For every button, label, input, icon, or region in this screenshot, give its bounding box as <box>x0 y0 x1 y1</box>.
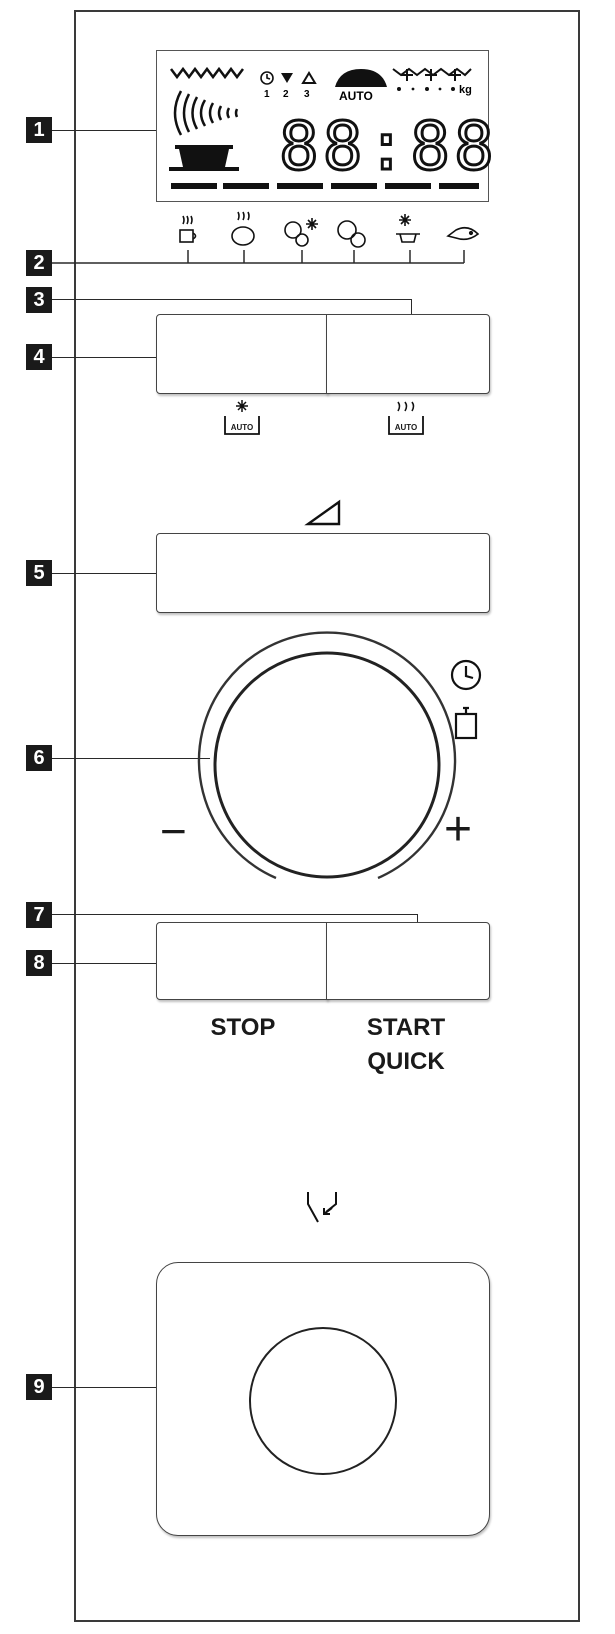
knob-plus-label: + <box>444 803 473 856</box>
fish-icon <box>446 226 480 241</box>
auto-defrost-badge: AUTO <box>230 423 254 432</box>
leader-drop-3 <box>411 299 412 315</box>
callout-7: 7 <box>26 902 52 928</box>
drops-icon <box>397 87 455 91</box>
leader-line-7 <box>52 914 418 915</box>
program-icons-row <box>52 211 480 264</box>
auto-defrost-button[interactable] <box>156 314 328 394</box>
quick-label: QUICK <box>367 1048 445 1075</box>
potato-icon <box>231 211 255 246</box>
bread-icon <box>335 69 387 87</box>
grill-icon <box>170 66 244 80</box>
control-knob[interactable] <box>197 631 460 880</box>
digits-readout: 88:88 <box>279 108 498 185</box>
callout-1: 1 <box>26 117 52 143</box>
step-label-1: 1 <box>264 89 270 100</box>
frozen-dish-icon <box>396 214 420 243</box>
knob-icons <box>450 659 482 740</box>
vegetables-defrost-icon <box>284 218 318 247</box>
step-label-2: 2 <box>283 89 289 100</box>
leader-line-6 <box>52 758 210 759</box>
vegetables-icon <box>337 220 366 248</box>
defrost-icon <box>392 67 472 81</box>
auto-reheat-badge: AUTO <box>394 423 418 432</box>
door-open-icon <box>307 1192 337 1223</box>
kg-label: kg <box>459 84 472 96</box>
auto-reheat-icon <box>388 401 424 435</box>
stop-button[interactable] <box>156 922 328 1000</box>
leader-line-9 <box>52 1387 156 1388</box>
leader-line-4 <box>52 357 156 358</box>
clock-icon <box>260 71 274 85</box>
knob-minus-label: − <box>160 805 187 857</box>
callout-9: 9 <box>26 1374 52 1400</box>
lcd-display: 1 2 3 AUTO kg 88:88 <box>156 50 495 202</box>
beverage-icon <box>179 215 197 243</box>
door-release-button[interactable] <box>156 1262 490 1536</box>
auto-reheat-button[interactable] <box>326 314 490 394</box>
weight-button[interactable] <box>156 533 490 613</box>
weight-down-icon <box>281 73 293 83</box>
weight-triangle-icon <box>304 499 341 526</box>
step-label-3: 3 <box>304 89 310 100</box>
leader-line-3 <box>52 299 412 300</box>
bar-segments <box>171 183 479 189</box>
callout-4: 4 <box>26 344 52 370</box>
start-quick-button[interactable] <box>326 922 490 1000</box>
control-panel <box>74 10 580 1622</box>
leader-line-8 <box>52 963 156 964</box>
leader-drop-7 <box>417 914 418 924</box>
timer-icon <box>454 706 478 740</box>
leader-line-1 <box>52 130 156 131</box>
dish-icon <box>169 145 239 171</box>
callout-8: 8 <box>26 950 52 976</box>
callout-3: 3 <box>26 287 52 313</box>
weight-up-icon <box>301 71 317 84</box>
door-release-knob[interactable] <box>249 1327 397 1475</box>
callout-2: 2 <box>26 250 52 276</box>
clock-icon <box>450 659 482 691</box>
power-waves-icon <box>173 90 239 136</box>
stop-label: STOP <box>210 1014 276 1041</box>
leader-line-5 <box>52 573 156 574</box>
callout-5: 5 <box>26 560 52 586</box>
callout-6: 6 <box>26 745 52 771</box>
start-label: START <box>366 1014 446 1041</box>
auto-label: AUTO <box>339 89 373 103</box>
auto-defrost-icon <box>224 400 260 435</box>
lcd-segments: 1 2 3 AUTO kg 88:88 <box>169 66 495 189</box>
